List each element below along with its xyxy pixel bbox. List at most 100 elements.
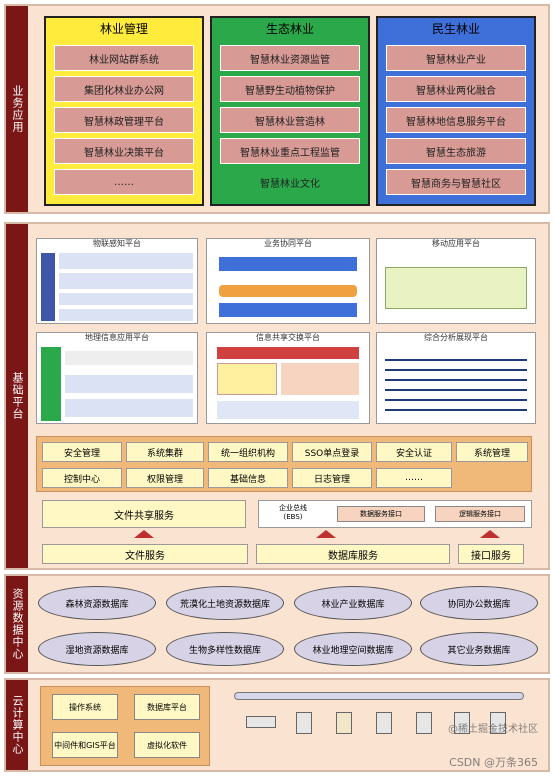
- col-forestry-mgmt: 林业管理 林业网站群系统 集团化林业办公网 智慧林政管理平台 智慧林业决策平台 …: [44, 16, 204, 206]
- col-item[interactable]: 智慧商务与智慧社区: [386, 169, 526, 195]
- esb-label: 企业总线 (EBS): [279, 504, 307, 521]
- security-item[interactable]: 控制中心: [42, 468, 122, 488]
- col-item[interactable]: 智慧林业产业: [386, 45, 526, 71]
- database-cylinder[interactable]: 湿地资源数据库: [38, 632, 156, 666]
- col-title: 林业管理: [99, 22, 148, 36]
- panel-row: [65, 399, 193, 417]
- resource-layer-label: 资源数据中心: [6, 576, 28, 672]
- col-title: 民生林业: [431, 22, 480, 36]
- col-item[interactable]: 智慧林地信息服务平台: [386, 107, 526, 133]
- network-bus: [234, 692, 524, 700]
- arrow-icon: [134, 530, 154, 538]
- col-item[interactable]: 智慧林业营造林: [220, 107, 360, 133]
- logic-service-iface[interactable]: 逻辑服务接口: [435, 506, 525, 522]
- foundation-layer: 基础平台 物联感知平台 业务协同平台 移动应用平台 地理信息应用平台 信息共享交…: [4, 222, 550, 570]
- security-item[interactable]: 统一组织机构: [208, 442, 288, 462]
- security-item[interactable]: 安全认证: [376, 442, 452, 462]
- panel-chart: [385, 351, 527, 419]
- col-item[interactable]: 智慧生态旅游: [386, 138, 526, 164]
- database-cylinder[interactable]: 荒漠化土地资源数据库: [166, 586, 284, 620]
- foundation-layer-label: 基础平台: [6, 224, 28, 568]
- panel-title: 移动应用平台: [432, 239, 480, 248]
- panel-title: 地理信息应用平台: [85, 333, 149, 342]
- panel-row: [59, 273, 193, 289]
- security-item[interactable]: 基础信息: [208, 468, 288, 488]
- col-item[interactable]: 智慧林政管理平台: [54, 107, 194, 133]
- security-item[interactable]: ……: [376, 468, 452, 488]
- gis-panel[interactable]: 地理信息应用平台: [36, 332, 198, 424]
- os-box[interactable]: 操作系统: [52, 694, 118, 720]
- database-cylinder[interactable]: 森林资源数据库: [38, 586, 156, 620]
- server-icon: [336, 712, 352, 734]
- server-icon: [454, 712, 470, 734]
- mobile-panel[interactable]: 移动应用平台: [376, 238, 536, 324]
- col-item[interactable]: 智慧林业重点工程监管: [220, 138, 360, 164]
- file-service[interactable]: 文件服务: [42, 544, 248, 564]
- exchange-panel[interactable]: 信息共享交换平台: [206, 332, 370, 424]
- server-icon: [490, 712, 506, 734]
- arrow-icon: [316, 530, 336, 538]
- cloud-layer: 云计算中心 操作系统 数据库平台 中间件和GIS平台 虚拟化软件 @稀土掘金技术…: [4, 678, 550, 772]
- col-item[interactable]: 林业网站群系统: [54, 45, 194, 71]
- cloud-layer-label: 云计算中心: [6, 680, 28, 770]
- analysis-panel[interactable]: 综合分析展现平台: [376, 332, 536, 424]
- database-cylinder[interactable]: 林业地理空间数据库: [294, 632, 412, 666]
- col-item[interactable]: 智慧林业资源监管: [220, 45, 360, 71]
- panel-row: [219, 303, 357, 317]
- col-people-forestry: 民生林业 智慧林业产业 智慧林业两化融合 智慧林地信息服务平台 智慧生态旅游 智…: [376, 16, 536, 206]
- panel-side-bar: [41, 347, 61, 421]
- panel-row: [65, 375, 193, 393]
- panel-row: [217, 347, 359, 359]
- security-item[interactable]: 权限管理: [126, 468, 204, 488]
- panel-row: [59, 253, 193, 269]
- database-cylinder[interactable]: 生物多样性数据库: [166, 632, 284, 666]
- watermark-2: @稀土掘金技术社区: [448, 724, 538, 735]
- panel-side-bar: [41, 253, 55, 321]
- panel-row: [217, 401, 359, 419]
- panel-row: [59, 293, 193, 305]
- business-layer-label: 业务应用: [6, 6, 28, 212]
- database-cylinder[interactable]: 协同办公数据库: [420, 586, 538, 620]
- collab-panel[interactable]: 业务协同平台: [206, 238, 370, 324]
- esb-box[interactable]: 企业总线 (EBS) 数据服务接口 逻辑服务接口: [258, 500, 532, 528]
- panel-row: [65, 351, 193, 365]
- interface-service[interactable]: 接口服务: [458, 544, 524, 564]
- col-item[interactable]: 集团化林业办公网: [54, 76, 194, 102]
- middleware-gis-box[interactable]: 中间件和GIS平台: [52, 732, 118, 758]
- panel-title: 业务协同平台: [264, 239, 312, 248]
- col-item[interactable]: 智慧林业两化融合: [386, 76, 526, 102]
- watermark: CSDN @万条365: [449, 756, 538, 769]
- security-item[interactable]: 日志管理: [292, 468, 372, 488]
- file-share-service[interactable]: 文件共享服务: [42, 500, 246, 528]
- server-icon: [376, 712, 392, 734]
- db-platform-box[interactable]: 数据库平台: [134, 694, 200, 720]
- col-eco-forestry: 生态林业 智慧林业资源监管 智慧野生动植物保护 智慧林业营造林 智慧林业重点工程…: [210, 16, 370, 206]
- business-layer: 业务应用 林业管理 林业网站群系统 集团化林业办公网 智慧林政管理平台 智慧林业…: [4, 4, 550, 214]
- panel-bus: [219, 285, 357, 297]
- security-item[interactable]: 系统管理: [456, 442, 528, 462]
- virtualization-box[interactable]: 虚拟化软件: [134, 732, 200, 758]
- panel-title: 物联感知平台: [93, 239, 141, 248]
- panel-title: 信息共享交换平台: [256, 333, 320, 342]
- panel-block: [281, 363, 359, 395]
- server-icon: [296, 712, 312, 734]
- database-cylinder[interactable]: 其它业务数据库: [420, 632, 538, 666]
- security-item[interactable]: SSO单点登录: [292, 442, 372, 462]
- col-title: 生态林业: [265, 22, 314, 36]
- security-item[interactable]: 系统集群: [126, 442, 204, 462]
- resource-layer: 资源数据中心 森林资源数据库 荒漠化土地资源数据库 林业产业数据库 协同办公数据…: [4, 574, 550, 674]
- database-cylinder[interactable]: 林业产业数据库: [294, 586, 412, 620]
- security-item[interactable]: 安全管理: [42, 442, 122, 462]
- col-item[interactable]: 智慧野生动植物保护: [220, 76, 360, 102]
- arrow-icon: [480, 530, 500, 538]
- db-service[interactable]: 数据库服务: [256, 544, 450, 564]
- panel-row: [59, 309, 193, 321]
- iot-panel[interactable]: 物联感知平台: [36, 238, 198, 324]
- data-service-iface[interactable]: 数据服务接口: [337, 506, 425, 522]
- col-item[interactable]: 智慧林业决策平台: [54, 138, 194, 164]
- server-icon: [416, 712, 432, 734]
- switch-icon: [246, 716, 276, 728]
- col-item[interactable]: ……: [54, 169, 194, 195]
- col-item[interactable]: 智慧林业文化: [220, 169, 360, 195]
- panel-row: [219, 257, 357, 271]
